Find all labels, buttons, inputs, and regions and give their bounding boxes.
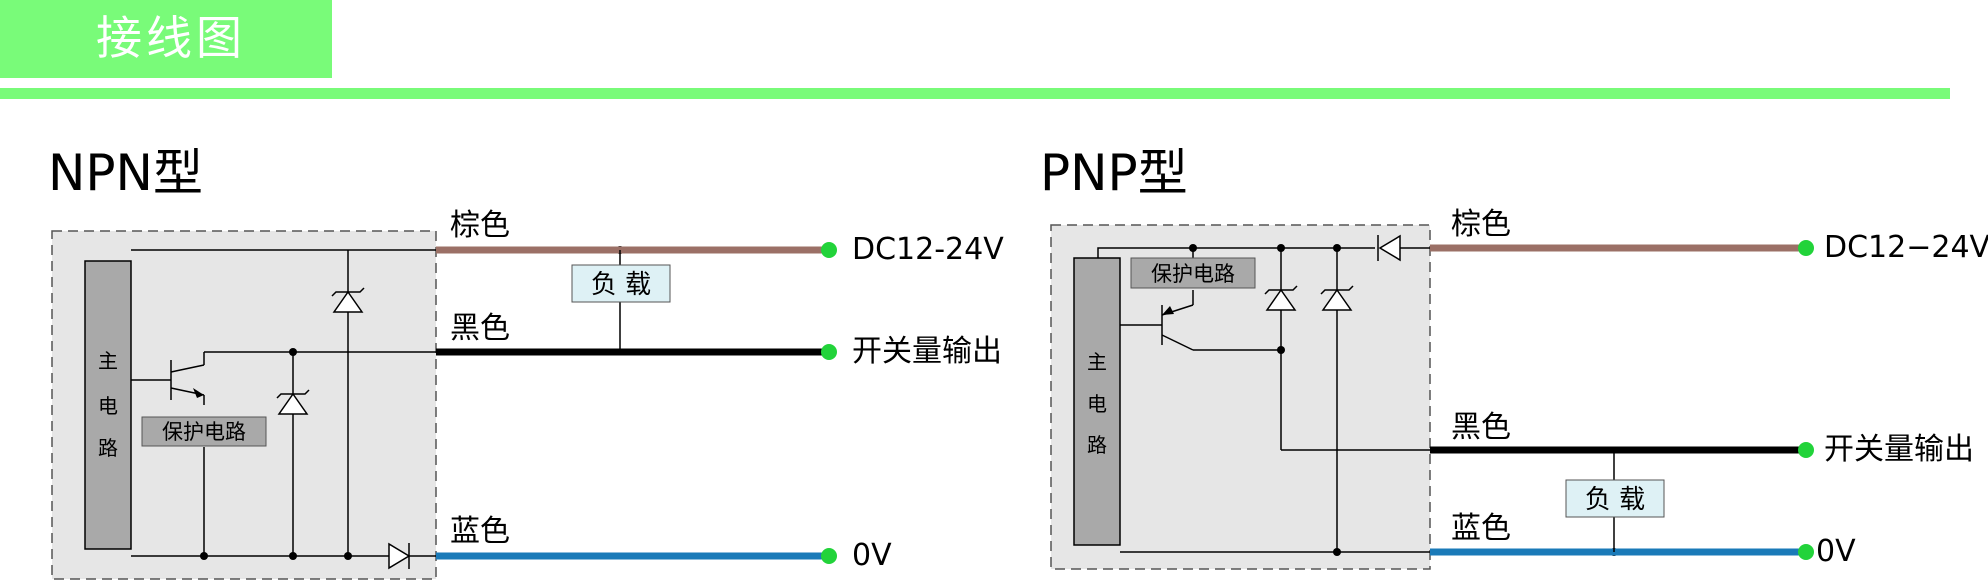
header-tab xyxy=(0,0,332,78)
npn-black-label: 黑色 xyxy=(450,311,510,346)
pnp-output-terminal xyxy=(1798,442,1814,458)
pnp-ground-terminal xyxy=(1798,544,1814,560)
npn-main-circuit-char-1: 主 xyxy=(98,349,118,373)
npn-main-circuit-char-2: 电 xyxy=(98,394,118,418)
pnp-power-label: DC12−24V xyxy=(1824,230,1988,265)
npn-zener-diode-1 xyxy=(331,287,365,313)
npn-diode xyxy=(388,542,436,570)
npn-blue-label: 蓝色 xyxy=(450,514,510,549)
pnp-load-label: 负 载 xyxy=(1585,485,1645,515)
npn-load-box xyxy=(571,264,671,303)
npn-output-terminal xyxy=(821,344,837,360)
pnp-output-label: 开关量输出 xyxy=(1824,432,1974,467)
pnp-main-circuit-char-1: 主 xyxy=(1087,350,1107,374)
pnp-protection-circuit xyxy=(1130,257,1256,289)
npn-transistor-arrow xyxy=(193,388,204,398)
pnp-title: PNP型 xyxy=(1040,144,1188,202)
page-title: 接线图 xyxy=(96,11,246,65)
pnp-load-box xyxy=(1565,479,1665,518)
pnp-protection-label: 保护电路 xyxy=(1151,262,1235,286)
npn-title: NPN型 xyxy=(48,144,203,202)
pnp-zener-diode-1 xyxy=(1264,285,1298,311)
npn-main-circuit xyxy=(84,260,132,550)
npn-protection-circuit xyxy=(141,416,267,447)
npn-output-label: 开关量输出 xyxy=(852,334,1002,369)
header-divider xyxy=(0,88,1950,99)
pnp-power-terminal xyxy=(1798,240,1814,256)
npn-ground-label: 0V xyxy=(852,538,892,573)
pnp-main-circuit-char-3: 路 xyxy=(1087,433,1107,457)
npn-zener-diode-2 xyxy=(276,389,310,415)
npn-power-label: DC12-24V xyxy=(852,232,1004,267)
pnp-black-label: 黑色 xyxy=(1451,410,1511,445)
pnp-brown-label: 棕色 xyxy=(1451,207,1511,242)
npn-load-label: 负 载 xyxy=(591,270,651,300)
pnp-main-circuit xyxy=(1073,257,1121,546)
pnp-main-circuit-char-2: 电 xyxy=(1087,392,1107,416)
npn-section: NPN型 主 电 路 xyxy=(48,144,1004,580)
npn-protection-label: 保护电路 xyxy=(162,420,246,444)
npn-brown-label: 棕色 xyxy=(450,208,510,243)
pnp-ground-label: 0V xyxy=(1816,534,1856,569)
pnp-transistor-arrow xyxy=(1162,306,1174,315)
pnp-section: PNP型 主 电 路 xyxy=(1040,144,1988,570)
pnp-zener-diode-2 xyxy=(1320,285,1354,311)
npn-ground-terminal xyxy=(821,548,837,564)
pnp-blue-label: 蓝色 xyxy=(1451,511,1511,546)
npn-main-circuit-char-3: 路 xyxy=(98,436,118,460)
npn-power-terminal xyxy=(821,242,837,258)
pnp-diode xyxy=(1377,234,1430,262)
